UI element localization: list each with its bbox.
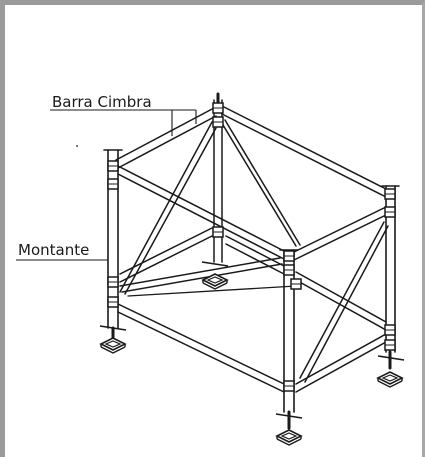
top-rails <box>115 105 387 261</box>
adjuster-handles <box>99 261 405 419</box>
barra-cimbra-label: Barra Cimbra <box>52 93 152 111</box>
diagonals <box>119 119 389 383</box>
tube-group <box>103 92 400 430</box>
base-plates <box>100 273 403 446</box>
stray-dot <box>76 145 78 147</box>
post-front <box>279 249 299 430</box>
callout-leaders <box>16 109 197 261</box>
bottom-rails <box>117 227 387 393</box>
montante-label: Montante <box>18 241 90 259</box>
